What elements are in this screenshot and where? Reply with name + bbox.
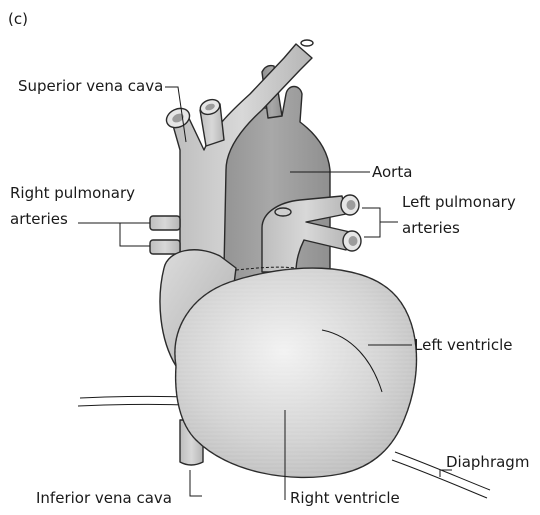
label-aorta: Aorta [372, 163, 412, 181]
panel-label: (c) [8, 10, 28, 28]
label-superior-vena-cava: Superior vena cava [18, 77, 163, 95]
label-left-pulmonary-line2: arteries [402, 219, 460, 237]
label-right-pulmonary-line1: Right pulmonary [10, 184, 135, 202]
label-left-ventricle: Left ventricle [414, 336, 512, 354]
label-inferior-vena-cava: Inferior vena cava [36, 489, 172, 507]
label-diaphragm: Diaphragm [446, 453, 529, 471]
right-pulmonary-arteries-shape [150, 216, 180, 254]
label-right-ventricle: Right ventricle [290, 489, 400, 507]
ventricles-shape [175, 267, 417, 477]
label-left-pulmonary-line1: Left pulmonary [402, 193, 516, 211]
label-right-pulmonary-line2: arteries [10, 210, 68, 228]
